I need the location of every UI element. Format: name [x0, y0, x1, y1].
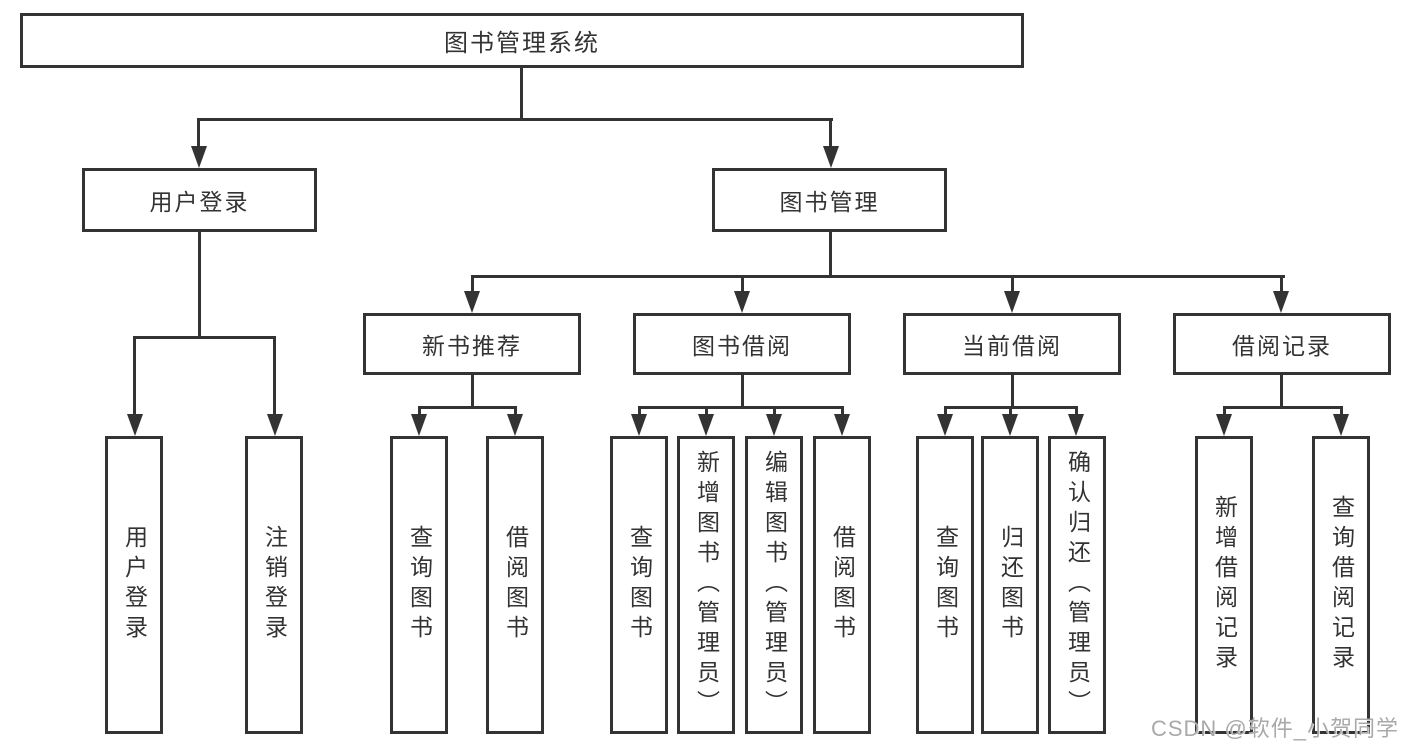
arrow-down-icon — [766, 414, 782, 436]
leaf-label: 查询图书 — [406, 525, 433, 645]
leaf-label: 编辑图书（管理员） — [761, 450, 788, 720]
arrow-down-icon — [631, 414, 647, 436]
connector-line — [829, 232, 832, 275]
node-user-login: 用户登录 — [82, 168, 317, 232]
leaf-query-borrow-record: 查询借阅记录 — [1312, 436, 1370, 734]
arrow-down-icon — [191, 146, 207, 168]
leaf-logout: 注销登录 — [245, 436, 303, 734]
leaf-add-books-admin: 新增图书（管理员） — [677, 436, 735, 734]
leaf-query-books: 查询图书 — [916, 436, 974, 734]
section-label: 新书推荐 — [422, 333, 522, 359]
connector-line — [705, 406, 708, 416]
leaf-query-books: 查询图书 — [610, 436, 668, 734]
leaf-user-login: 用户登录 — [105, 436, 163, 734]
connector-line — [471, 275, 1285, 278]
connector-line — [1280, 375, 1283, 406]
connector-line — [273, 336, 276, 414]
connector-line — [741, 375, 744, 406]
leaf-edit-books-admin: 编辑图书（管理员） — [745, 436, 803, 734]
connector-line — [1011, 375, 1014, 406]
arrow-down-icon — [834, 414, 850, 436]
connector-line — [198, 232, 201, 336]
connector-line — [638, 406, 641, 416]
watermark: CSDN @软件_小贺同学 — [1150, 716, 1399, 741]
connector-line — [773, 406, 776, 416]
connector-line — [944, 406, 947, 416]
connector-line — [471, 375, 474, 406]
leaf-label: 用户登录 — [121, 525, 148, 645]
leaf-label: 归还图书 — [997, 525, 1024, 645]
leaf-add-borrow-record: 新增借阅记录 — [1195, 436, 1253, 734]
connector-line — [829, 118, 832, 150]
connector-line — [520, 68, 523, 118]
leaf-label: 确认归还（管理员） — [1064, 450, 1091, 720]
arrow-down-icon — [1216, 414, 1232, 436]
connector-line — [197, 118, 833, 121]
leaf-label: 查询图书 — [932, 525, 959, 645]
connector-line — [471, 275, 474, 293]
node-book-borrow: 图书借阅 — [633, 313, 851, 375]
node-current-borrow: 当前借阅 — [903, 313, 1121, 375]
leaf-label: 新增图书（管理员） — [693, 450, 720, 720]
arrow-down-icon — [1333, 414, 1349, 436]
arrow-down-icon — [507, 414, 523, 436]
connector-line — [418, 406, 421, 416]
connector-line — [1075, 406, 1078, 416]
arrow-down-icon — [937, 414, 953, 436]
connector-line — [514, 406, 517, 416]
leaf-return-books: 归还图书 — [981, 436, 1039, 734]
leaf-label: 注销登录 — [261, 525, 288, 645]
connector-line — [418, 406, 517, 409]
node-user-login-label: 用户登录 — [149, 189, 250, 215]
node-new-book-recommend: 新书推荐 — [363, 313, 581, 375]
connector-line — [197, 118, 200, 150]
leaf-query-books: 查询图书 — [390, 436, 448, 734]
connector-line — [1280, 275, 1283, 293]
connector-line — [1223, 406, 1226, 416]
connector-line — [741, 275, 744, 293]
node-root-label: 图书管理系统 — [444, 30, 600, 57]
leaf-borrow-books: 借阅图书 — [813, 436, 871, 734]
arrow-down-icon — [1004, 291, 1020, 313]
leaf-label: 新增借阅记录 — [1211, 495, 1238, 675]
arrow-down-icon — [267, 414, 283, 436]
leaf-label: 借阅图书 — [829, 525, 856, 645]
section-label: 图书借阅 — [692, 333, 792, 359]
connector-line — [133, 336, 276, 339]
leaf-label: 借阅图书 — [502, 525, 529, 645]
connector-line — [133, 336, 136, 414]
connector-line — [1340, 406, 1343, 416]
arrow-down-icon — [464, 291, 480, 313]
connector-line — [1223, 406, 1343, 409]
connector-line — [841, 406, 844, 416]
node-book-management-label: 图书管理 — [779, 189, 880, 215]
connector-line — [638, 406, 844, 409]
arrow-down-icon — [698, 414, 714, 436]
arrow-down-icon — [1002, 414, 1018, 436]
arrow-down-icon — [823, 146, 839, 168]
leaf-confirm-return-admin: 确认归还（管理员） — [1048, 436, 1106, 734]
connector-line — [1009, 406, 1012, 416]
node-root-system: 图书管理系统 — [20, 13, 1024, 68]
section-label: 当前借阅 — [962, 333, 1062, 359]
connector-line — [1011, 275, 1014, 293]
leaf-borrow-books: 借阅图书 — [486, 436, 544, 734]
section-label: 借阅记录 — [1232, 333, 1332, 359]
arrow-down-icon — [734, 291, 750, 313]
arrow-down-icon — [127, 414, 143, 436]
leaf-label: 查询图书 — [626, 525, 653, 645]
node-book-management: 图书管理 — [712, 168, 947, 232]
arrow-down-icon — [411, 414, 427, 436]
node-borrow-records: 借阅记录 — [1173, 313, 1391, 375]
arrow-down-icon — [1273, 291, 1289, 313]
arrow-down-icon — [1068, 414, 1084, 436]
leaf-label: 查询借阅记录 — [1328, 495, 1355, 675]
